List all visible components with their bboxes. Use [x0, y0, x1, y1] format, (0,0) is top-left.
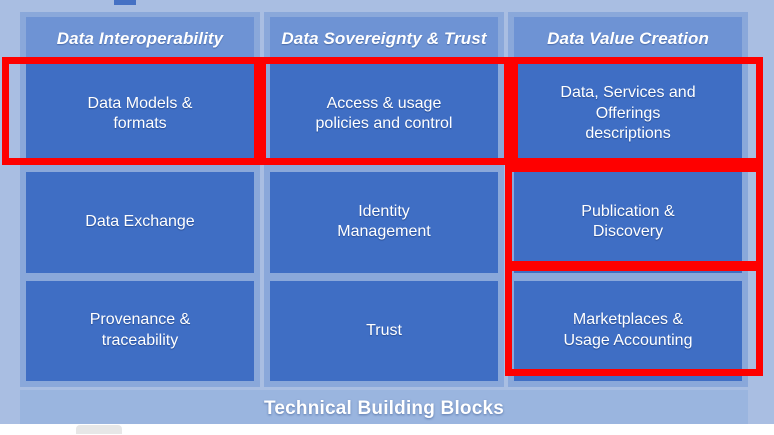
footer-technical-building-blocks: Technical Building Blocks — [20, 390, 748, 427]
cell-line: Management — [337, 223, 431, 241]
cells-data-interoperability: Data Models & formats Data Exchange Prov… — [20, 64, 260, 387]
cell-provenance-traceability[interactable]: Provenance & traceability — [26, 280, 254, 381]
top-edge-sliver — [114, 0, 136, 5]
cell-publication-discovery[interactable]: Publication & Discovery — [514, 172, 742, 273]
cells-data-value-creation: Data, Services and Offerings description… — [508, 64, 748, 387]
column-header-data-value-creation: Data Value Creation — [514, 17, 742, 61]
cell-marketplaces-usage-accounting[interactable]: Marketplaces & Usage Accounting — [514, 280, 742, 381]
columns-container: Data Interoperability Data Models & form… — [20, 12, 748, 387]
cell-line: formats — [113, 115, 167, 133]
cell-trust[interactable]: Trust — [270, 280, 498, 381]
cell-line: Data Exchange — [85, 213, 195, 231]
column-data-interoperability: Data Interoperability Data Models & form… — [20, 12, 260, 387]
cell-line: Provenance & — [89, 311, 191, 329]
column-data-sovereignty-trust: Data Sovereignty & Trust Access & usage … — [264, 12, 504, 387]
cell-access-usage-policies-control[interactable]: Access & usage policies and control — [270, 64, 498, 165]
building-blocks-panel: Data Interoperability Data Models & form… — [7, 9, 761, 427]
cell-data-services-offerings-descriptions[interactable]: Data, Services and Offerings description… — [514, 64, 742, 165]
cells-data-sovereignty-trust: Access & usage policies and control Iden… — [264, 64, 504, 387]
cell-line: Marketplaces & — [572, 311, 684, 329]
cell-data-exchange[interactable]: Data Exchange — [26, 172, 254, 273]
cell-line: Usage Accounting — [563, 331, 693, 349]
cell-line: Trust — [366, 321, 402, 339]
cell-identity-management[interactable]: Identity Management — [270, 172, 498, 273]
column-header-data-interoperability: Data Interoperability — [26, 17, 254, 61]
column-header-data-sovereignty-trust: Data Sovereignty & Trust — [270, 17, 498, 61]
bottom-white-strip — [0, 424, 774, 435]
cell-line: Access & usage — [326, 94, 442, 112]
cell-line: Publication & — [581, 203, 675, 221]
column-data-value-creation: Data Value Creation Data, Services and O… — [508, 12, 748, 387]
cell-line: descriptions — [585, 125, 671, 143]
bottom-edge-artifact — [76, 425, 122, 434]
cell-line: Data, Services and — [560, 84, 696, 102]
cell-line: Discovery — [592, 223, 664, 241]
cell-line: policies and control — [315, 115, 453, 133]
cell-line: Offerings — [595, 104, 661, 122]
cell-line: traceability — [101, 331, 179, 349]
cell-data-models-formats[interactable]: Data Models & formats — [26, 64, 254, 165]
cell-line: Identity — [358, 203, 410, 221]
cell-line: Data Models & — [87, 94, 193, 112]
top-background-band — [0, 0, 774, 9]
